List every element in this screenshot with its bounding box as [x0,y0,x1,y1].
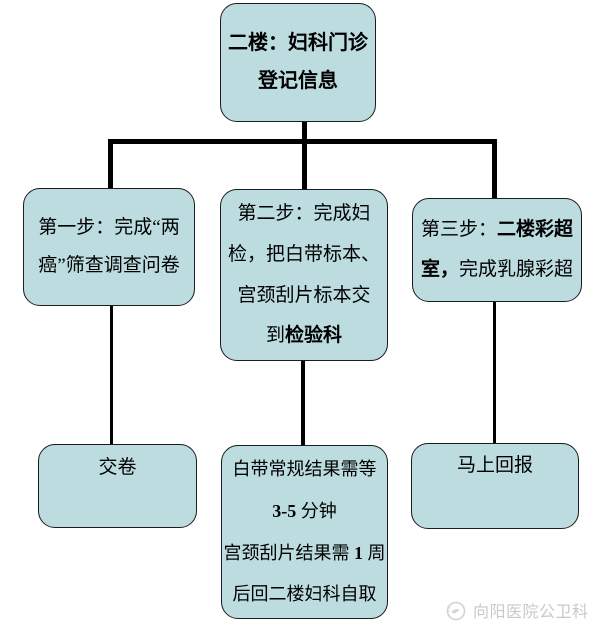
hospital-bird-logo-icon [444,599,467,622]
watermark: 向阳医院公卫科 [444,597,589,623]
step3-box-ultrasound: 第三步：二楼彩超 室，完成乳腺彩超 [412,198,582,302]
result2-box-lab-results: 白带常规结果需等 3-5 分钟 宫颈刮片结果需 1 周 后回二楼妇科自取 [221,445,388,619]
result2-line1: 白带常规结果需等 [232,459,377,480]
result3-label: 马上回报 [456,455,533,476]
step2-line3: 宫颈刮片标本交 [237,284,371,306]
connector-horizontal [108,139,497,144]
step1-line1: 第一步：完成“两 [38,217,180,239]
step1-box-questionnaire: 第一步：完成“两 癌”筛查调查问卷 [23,188,195,306]
top-box-registration: 二楼：妇科门诊 登记信息 [220,3,376,122]
result3-box-report-immediately: 马上回报 [411,443,579,529]
top-box-line2: 登记信息 [258,70,338,92]
connector-left-vertical [108,139,113,189]
result2-line2: 3-5 分钟 [272,500,337,521]
result2-line4: 后回二楼妇科自取 [232,584,377,605]
connector-left-drop [110,305,113,445]
connector-right-vertical [492,139,497,200]
connector-right-drop [493,301,496,444]
result1-box-submit-paper: 交卷 [38,444,197,528]
step1-line2: 癌”筛查调查问卷 [38,255,180,276]
step2-line4: 到检验科 [265,325,343,347]
watermark-text: 向阳医院公卫科 [473,604,589,621]
connector-top-vertical [302,121,307,189]
result1-label: 交卷 [98,457,137,478]
step2-box-gyn-exam: 第二步：完成妇 检，把白带标本、 宫颈刮片标本交 到检验科 [220,189,388,361]
top-box-line1: 二楼：妇科门诊 [228,32,368,54]
connector-middle-drop [301,359,305,446]
step2-line2: 检，把白带标本、 [227,243,380,265]
result2-line3: 宫颈刮片结果需 1 周 [223,542,386,563]
step2-line1: 第二步：完成妇 [237,202,371,224]
step3-line2: 室，完成乳腺彩超 [420,259,574,280]
step3-line1: 第三步：二楼彩超 [420,219,574,241]
